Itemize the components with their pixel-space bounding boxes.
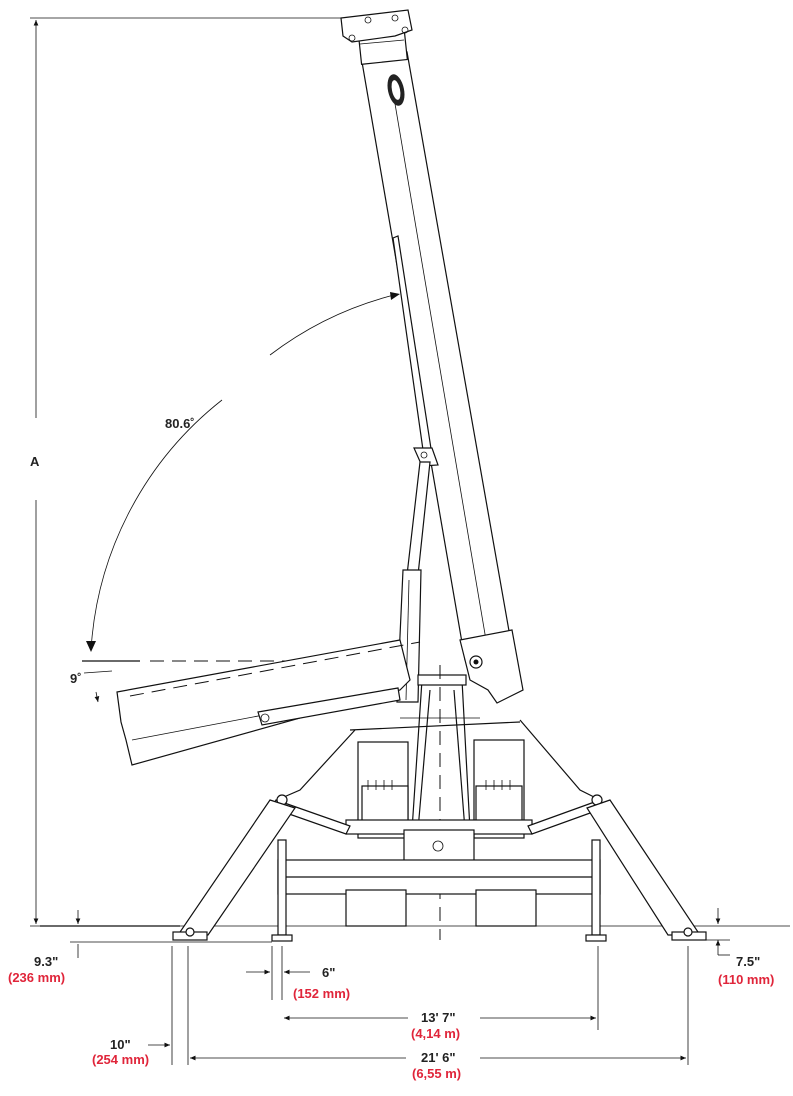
left-clearance-dimension <box>70 910 272 958</box>
right-clearance-dimension <box>706 908 730 956</box>
right-clearance-imperial: 7.5" <box>736 954 760 969</box>
outer-span-dimension <box>190 946 689 1065</box>
pad-offset-metric: (152 mm) <box>293 986 350 1001</box>
outer-offset-dimension <box>148 946 189 1065</box>
boom-down-angle-label: 9˚ <box>70 671 82 686</box>
outer-span-metric: (6,55 m) <box>412 1066 461 1081</box>
outer-offset-imperial: 10" <box>110 1037 131 1052</box>
inner-span-imperial: 13' 7" <box>421 1010 456 1025</box>
main-boom-lowered <box>116 639 421 766</box>
pad-offset-imperial: 6" <box>322 965 335 980</box>
boom-angle-label: 80.6˚ <box>165 416 195 431</box>
inner-span-metric: (4,14 m) <box>411 1026 460 1041</box>
inner-span-dimension <box>284 946 599 1030</box>
pad-offset-dimension <box>246 946 310 1000</box>
main-boom-raised <box>340 9 524 704</box>
right-clearance-metric: (110 mm) <box>718 972 774 987</box>
outer-offset-metric: (254 mm) <box>92 1052 149 1067</box>
height-label-a: A <box>30 454 40 469</box>
outrigger-legs <box>172 799 707 941</box>
outer-span-imperial: 21' 6" <box>421 1050 456 1065</box>
left-clearance-metric: (236 mm) <box>8 970 65 985</box>
boom-angle-arc <box>86 292 400 652</box>
left-clearance-imperial-text: 9.3" <box>34 954 58 969</box>
